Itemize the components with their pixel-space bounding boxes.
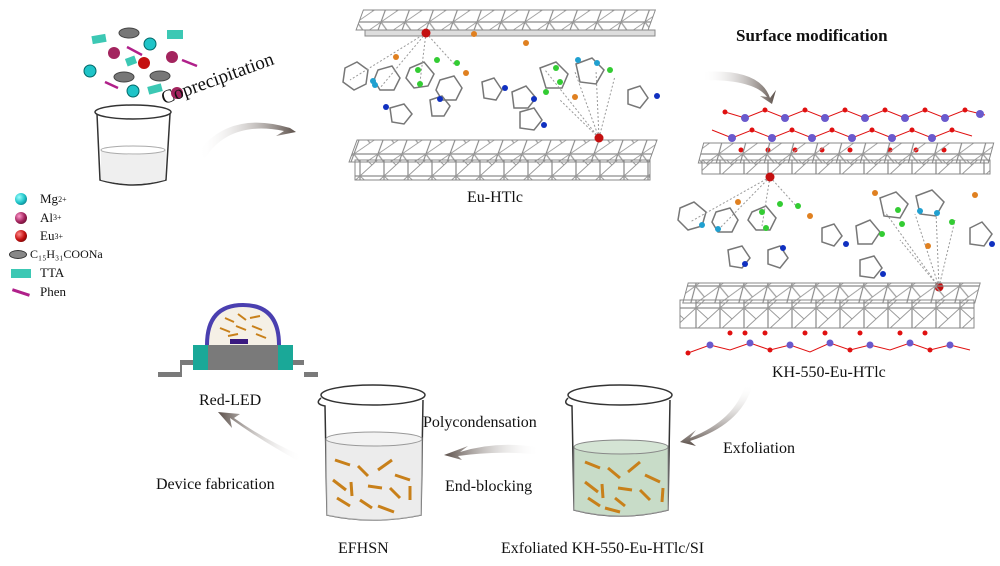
magenta-line-icon xyxy=(12,287,30,296)
al-particle xyxy=(171,87,183,99)
red-sphere-icon xyxy=(15,230,27,243)
step-label-polycondensation: Polycondensation xyxy=(423,414,537,431)
mg-particle xyxy=(126,84,140,98)
kh550-eu-htlc-structure xyxy=(677,107,995,356)
tta-particle xyxy=(147,83,163,95)
gray-ellipse-icon xyxy=(9,250,27,260)
palmitate-particle xyxy=(118,27,140,39)
product-label-eu-htlc: Eu-HTlc xyxy=(467,189,523,206)
surface-modification-arrow xyxy=(702,71,776,104)
al-particle xyxy=(108,47,120,59)
step-label-end-blocking: End-blocking xyxy=(445,478,533,495)
red-led-device xyxy=(158,302,318,377)
palmitate-particle xyxy=(113,71,135,83)
nanosheet-rods xyxy=(332,458,412,514)
product-label-kh550-eu-htlc: KH-550-Eu-HTlc xyxy=(772,364,886,381)
cyan-sphere-icon xyxy=(15,193,27,206)
step-label-device-fabrication: Device fabrication xyxy=(156,476,275,493)
phen-particle xyxy=(126,45,143,57)
legend-item-phen: Phen xyxy=(8,283,103,302)
palmitate-particle xyxy=(149,70,171,82)
product-label-red-led: Red-LED xyxy=(199,392,262,409)
teal-rectangle-icon xyxy=(11,268,31,278)
coprecipitation-arrow xyxy=(198,120,296,158)
product-label-efhsn: EFHSN xyxy=(338,540,389,557)
polycondensation-arrow xyxy=(444,444,540,460)
eu-ion xyxy=(594,133,604,143)
eu-ion xyxy=(421,28,431,38)
tta-particle xyxy=(167,30,183,39)
tta-particle xyxy=(124,55,138,67)
tta-particle xyxy=(91,33,107,45)
mg-particle xyxy=(83,64,97,78)
step-label-surface-modification: Surface modification xyxy=(736,26,888,45)
exfoliation-arrow xyxy=(680,385,752,446)
magenta-sphere-icon xyxy=(15,211,27,224)
phen-particle xyxy=(181,58,198,68)
beaker-initial xyxy=(94,104,172,186)
beaker-exfoliated xyxy=(565,384,673,517)
product-label-exfoliated: Exfoliated KH-550-Eu-HTlc/SI xyxy=(501,540,705,557)
step-label-exfoliation: Exfoliation xyxy=(723,440,795,457)
al-particle xyxy=(166,51,178,63)
eu-particle xyxy=(138,57,150,69)
nanosheet-rods xyxy=(584,460,665,514)
beaker-efhsn xyxy=(317,384,426,521)
mg-particle xyxy=(143,37,157,51)
legend-item-tta: TTA xyxy=(8,264,103,283)
eu-htlc-structure xyxy=(342,9,660,181)
legend-item-palmitate: C₁₅H₃₁COONa xyxy=(8,246,103,265)
phen-particle xyxy=(104,80,119,90)
device-fabrication-arrow xyxy=(218,412,302,462)
reactant-particles xyxy=(83,27,198,99)
